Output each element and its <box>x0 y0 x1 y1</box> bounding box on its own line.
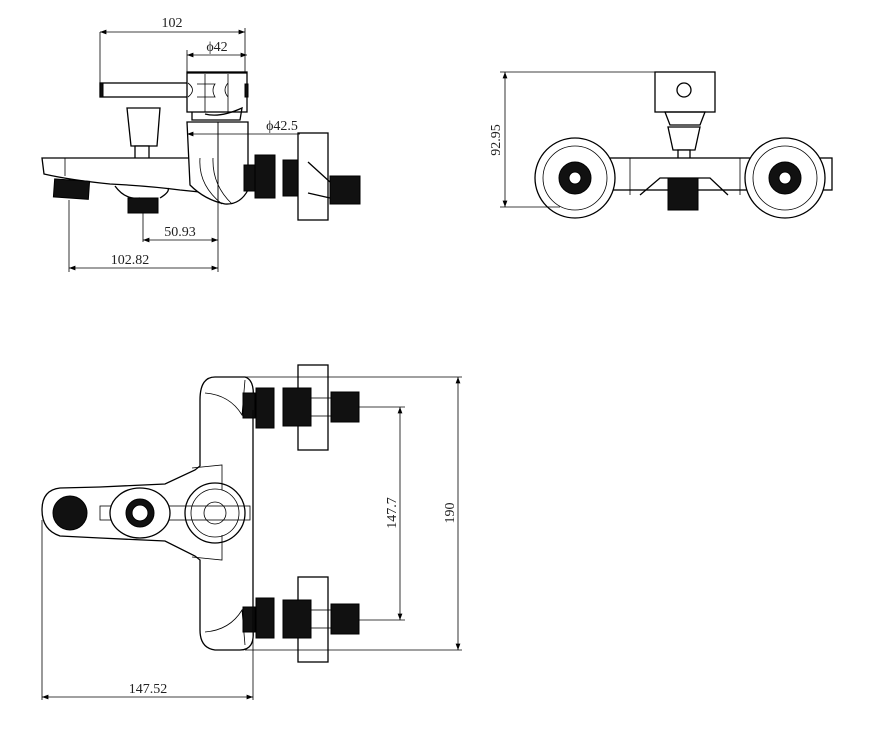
spout <box>41 157 201 193</box>
dim-spout-reach: 102.82 <box>68 200 218 272</box>
inlet-thread <box>329 175 361 205</box>
bottom-inlet <box>242 576 360 663</box>
left-flange <box>534 137 616 219</box>
handle-lever <box>99 82 189 98</box>
handle-cap <box>186 71 248 113</box>
front-cap <box>654 71 716 113</box>
dim-label: 50.93 <box>164 225 196 240</box>
dim-label: 92.95 <box>489 124 504 156</box>
dim-inlet-centers: 147.7 <box>359 406 405 621</box>
dim-label: 102.82 <box>111 253 150 268</box>
right-flange <box>744 137 826 219</box>
dim-label: 190 <box>443 503 458 524</box>
spout-aerator <box>52 178 91 200</box>
dim-cap-diameter: ϕ42 <box>186 40 247 72</box>
dim-label: 102 <box>162 16 183 31</box>
dim-outlet-offset: 50.93 <box>142 122 219 272</box>
dim-body-diameter: ϕ42.5 <box>187 119 300 137</box>
dim-handle-length: 102 <box>99 16 246 85</box>
front-view: 92.95 <box>489 71 833 219</box>
diverter-knob <box>126 107 161 147</box>
valve-body <box>186 121 249 205</box>
connector-nut <box>254 154 276 199</box>
dim-label: 147.52 <box>129 682 168 697</box>
dim-height: 92.95 <box>489 71 655 208</box>
plan-view: 147.7 190 147.52 <box>41 364 462 700</box>
dim-label: ϕ42.5 <box>266 119 298 134</box>
dim-label: ϕ42 <box>206 40 227 55</box>
dim-overall-depth: 147.52 <box>41 410 254 700</box>
dim-label: 147.7 <box>385 497 400 529</box>
dim-overall-width: 190 <box>245 376 462 651</box>
side-view: 102 ϕ42 ϕ42.5 50.93 102.82 <box>41 16 361 272</box>
top-inlet <box>242 364 360 451</box>
